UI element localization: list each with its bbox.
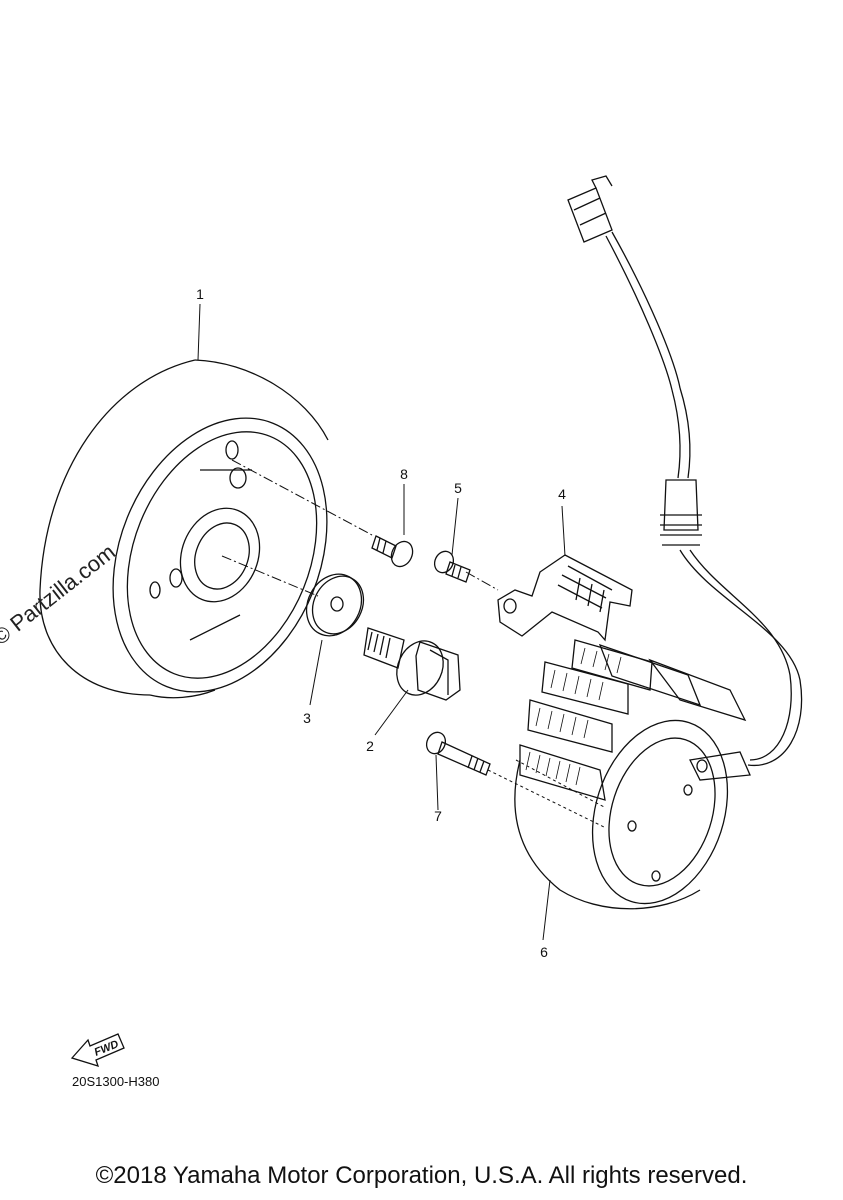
callout-3: 3	[303, 710, 311, 726]
screw-8	[371, 535, 414, 568]
callout-7: 7	[434, 808, 442, 824]
alignment-axis-lines	[221, 459, 499, 597]
screw-5	[433, 550, 471, 583]
bolt-7	[425, 731, 491, 776]
callout-1: 1	[196, 286, 204, 302]
fwd-arrow-icon	[70, 1033, 125, 1067]
callout-8: 8	[400, 466, 408, 482]
stator-assembly	[514, 639, 751, 910]
flange-bolt	[363, 627, 461, 701]
callout-4: 4	[558, 486, 566, 502]
copyright-notice: ©2018 Yamaha Motor Corporation, U.S.A. A…	[95, 1162, 748, 1189]
callout-5: 5	[454, 480, 462, 496]
bracket	[497, 554, 633, 642]
flywheel-rotor	[39, 359, 329, 699]
wire-harness	[567, 175, 803, 766]
callout-6: 6	[540, 944, 548, 960]
callout-2: 2	[366, 738, 374, 754]
stator-alignment-lines	[487, 759, 607, 829]
washer	[305, 573, 365, 637]
diagram-code: 20S1300-H380	[72, 1074, 160, 1089]
leader-lines	[197, 303, 566, 941]
